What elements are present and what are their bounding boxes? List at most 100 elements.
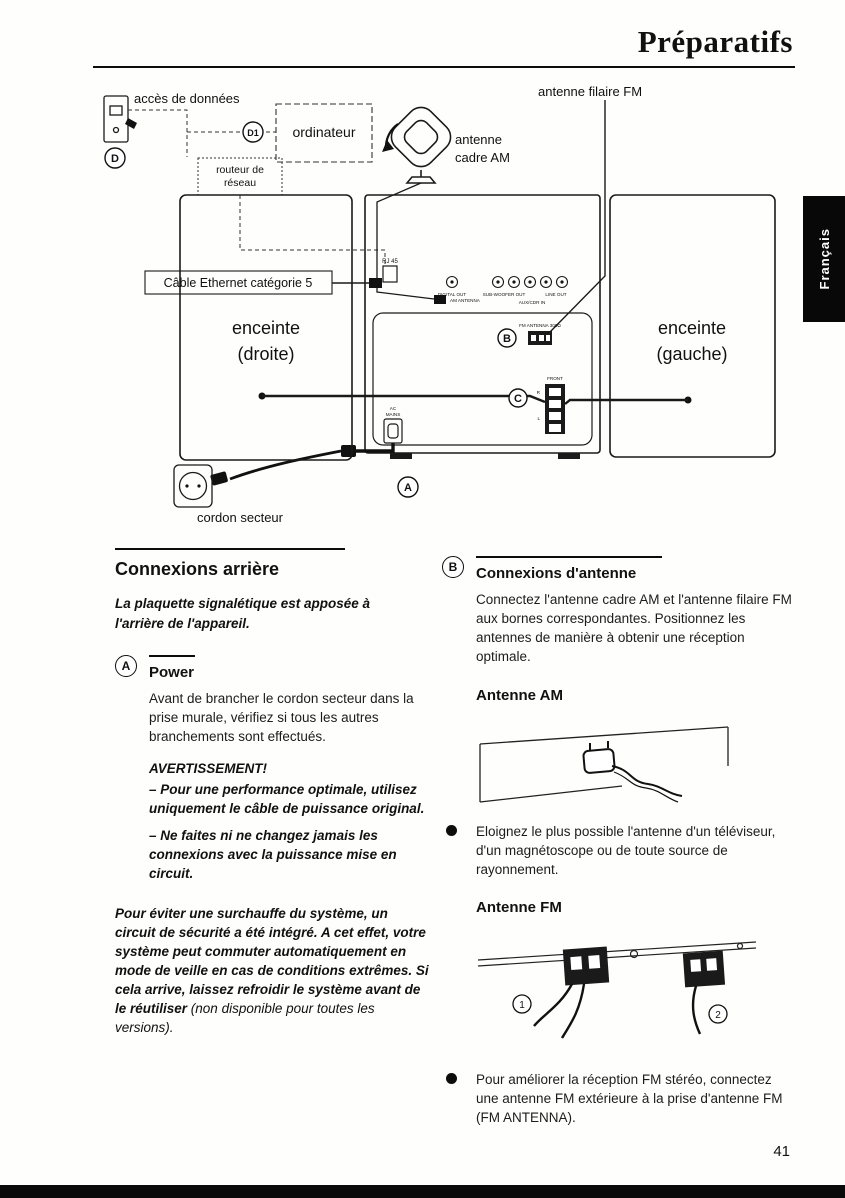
rj45-jack-icon [382, 265, 398, 283]
wall-outlet-icon [173, 464, 213, 508]
step-2-label: 2 [715, 1010, 721, 1021]
subwoofer-out-label: SUB-WOOFER OUT [483, 292, 526, 297]
digital-out-label: DIGITAL OUT [438, 292, 467, 297]
cord-connector-icon [341, 445, 356, 457]
overheat-text: Pour éviter une surchauffe du système, u… [115, 905, 429, 1017]
am-panel-icon [479, 725, 729, 803]
am-bullet-row: Eloignez le plus possible l'antenne d'un… [442, 822, 792, 879]
overheat-paragraph: Pour éviter une surchauffe du système, u… [115, 904, 431, 1038]
fm-wire-2-icon [560, 983, 586, 1039]
antenna-section: B Connexions d'antenne Connectez l'anten… [442, 556, 792, 1128]
callout-d1 [242, 121, 264, 143]
antenna-body: Connectez l'antenne cadre AM et l'antenn… [476, 592, 792, 665]
callout-d [104, 147, 126, 169]
bullet-icon [446, 824, 457, 836]
network-dashed-lines [128, 109, 386, 264]
warning-item-2: – Ne faites ni ne changez jamais les con… [149, 828, 397, 882]
language-tab-label: Français [816, 228, 832, 290]
front-label: FRONT [547, 376, 563, 381]
speaker-droite-box [179, 194, 353, 461]
speaker-droite-label-2: (droite) [237, 344, 294, 364]
am-loop-label-2: cadre AM [455, 150, 510, 165]
front-r-label: R [537, 390, 541, 395]
callout-d-label: D [111, 153, 119, 165]
callout-c [508, 388, 528, 408]
ethernet-label: Câble Ethernet catégorie 5 [164, 276, 313, 290]
fm-terminal-icon [528, 331, 552, 345]
router-label-1: routeur de [216, 164, 264, 176]
am-wire-1-icon [611, 764, 683, 797]
connection-diagram: D accès de données D1 ordinateur routeur… [103, 84, 776, 525]
am-loop-antenna-icon [390, 106, 452, 184]
power-plug-icon [210, 471, 228, 486]
rotate-arrowhead-icon [382, 140, 394, 152]
power-cord-segment [356, 443, 395, 453]
fm-panel-icon [477, 941, 757, 967]
rear-jacks-icons [445, 275, 569, 289]
language-tab: Français [803, 196, 845, 322]
ac-mains-label-1: AC [390, 406, 397, 411]
front-terminal-icon [545, 384, 565, 434]
fm-terminal-1-icon [562, 946, 610, 986]
speaker-gauche-label-2: (gauche) [656, 344, 727, 364]
fm-bullet-row: Pour améliorer la réception FM stéréo, c… [442, 1070, 792, 1127]
line-out-label: LINE OUT [545, 292, 566, 297]
rj45-plug-icon [369, 278, 382, 288]
am-antenna-heading: Antenne AM [476, 686, 563, 704]
speaker-gauche-label-1: enceinte [658, 318, 726, 338]
warning-title: AVERTISSEMENT! [149, 760, 268, 776]
am-wire-icon [376, 182, 435, 300]
power-section: A Power Avant de brancher le cordon sect… [115, 655, 431, 883]
am-loop-label-1: antenne [455, 132, 502, 147]
nameplate-note: La plaquette signalétique est apposée à … [115, 596, 371, 631]
power-rule [149, 655, 195, 658]
callout-a-badge: A [115, 655, 137, 678]
fm-antenna-figure: 1 2 [477, 941, 757, 1039]
callout-b-badge: B [442, 556, 464, 578]
computer-label: ordinateur [292, 124, 355, 140]
fm-wire-3-icon [691, 985, 702, 1035]
step-1-label: 1 [519, 1000, 525, 1011]
fm-wire-icon [549, 100, 606, 333]
step-1-badge [512, 994, 532, 1014]
am-wire-2-icon [613, 771, 679, 803]
fm-antenna-label: FM ANTENNA 300Ω [519, 323, 561, 328]
main-unit [364, 194, 601, 459]
fm-bullet-text: Pour améliorer la réception FM stéréo, c… [476, 1072, 783, 1126]
router-box [197, 157, 283, 196]
ac-mains-socket-icon [383, 418, 403, 444]
am-antenna-figure [479, 725, 729, 803]
power-cord-label: cordon secteur [197, 510, 284, 525]
rear-connections-heading: Connexions arrière [115, 559, 280, 579]
front-l-label: L [537, 416, 540, 421]
page-number: 41 [773, 1143, 790, 1160]
power-body: Avant de brancher le cordon secteur dans… [149, 691, 414, 745]
am-antenna-label: AM ANTENNA [450, 298, 481, 303]
callout-d1-label: D1 [247, 128, 259, 138]
callout-c-label: C [514, 393, 522, 405]
page-title: Préparatifs [637, 24, 793, 59]
callout-a [397, 476, 419, 498]
antenna-rule [476, 556, 662, 558]
warning-item-1: – Pour une performance optimale, utilise… [149, 781, 425, 816]
step-2-badge [708, 1004, 728, 1024]
aux-in-label: AUX/CDR IN [519, 300, 546, 305]
right-column: B Connexions d'antenne Connectez l'anten… [442, 556, 792, 1140]
fm-antenna-heading: Antenne FM [476, 899, 562, 917]
fm-wire-label: antenne filaire FM [538, 84, 642, 99]
data-socket-icon [103, 95, 137, 143]
callout-b-label: B [503, 333, 511, 345]
title-rule [93, 66, 795, 68]
speaker-droite-label-1: enceinte [232, 318, 300, 338]
callout-b [497, 328, 517, 348]
power-heading: Power [149, 664, 195, 682]
fm-terminal-2-icon [682, 950, 726, 988]
am-plug-icon [582, 740, 616, 774]
computer-box [275, 103, 373, 163]
router-label-2: réseau [224, 177, 256, 189]
speaker-wire-right [564, 398, 688, 405]
footer-bar [0, 1185, 845, 1198]
overheat-note: (non disponible pour toutes les versions… [115, 1001, 375, 1036]
left-column: Connexions arrière La plaquette signalét… [115, 548, 431, 1046]
